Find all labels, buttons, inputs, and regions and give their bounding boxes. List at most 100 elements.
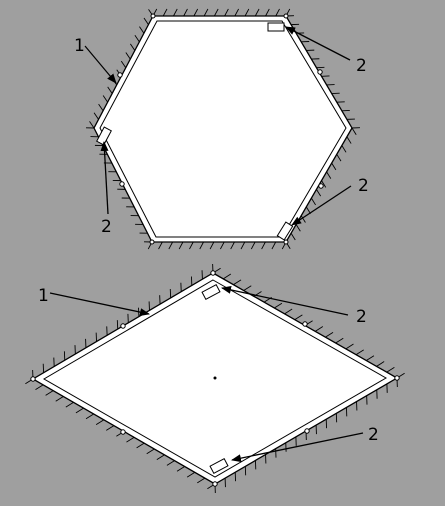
corner-patch: [267, 22, 285, 32]
leader-line: [84, 45, 117, 84]
tie-line: [261, 241, 266, 250]
tie-line: [89, 121, 95, 129]
eyelet: [304, 428, 310, 434]
tie-line: [234, 8, 240, 17]
tie-line: [314, 326, 324, 332]
tie-line: [107, 86, 113, 94]
tie-line: [294, 314, 303, 321]
tie-line: [254, 8, 260, 17]
tie-line: [274, 302, 283, 309]
tie-line: [316, 189, 322, 197]
tie-line: [271, 241, 277, 250]
tie-line: [183, 8, 188, 17]
tie-line: [193, 8, 199, 17]
tie-line: [75, 407, 84, 414]
tie-line: [139, 26, 145, 34]
tie-line: [345, 343, 354, 350]
tie-line: [95, 419, 105, 425]
tie-line: [284, 308, 293, 315]
eyelet: [117, 72, 123, 78]
tie-line: [222, 273, 232, 280]
tie-line: [376, 361, 385, 367]
tie-line: [102, 95, 108, 103]
tie-line: [93, 112, 99, 120]
tie-line: [158, 241, 163, 250]
tie-line: [290, 232, 296, 241]
tie-line: [55, 396, 64, 402]
eyelet: [212, 481, 218, 487]
eyelet: [283, 239, 289, 245]
tie-line: [189, 241, 194, 250]
label-2: 2: [358, 176, 369, 196]
tie-line: [125, 52, 131, 60]
tie-line: [120, 60, 127, 68]
label-2: 2: [101, 217, 112, 237]
corner-patch: [209, 458, 229, 474]
tie-line: [176, 466, 185, 472]
label-2: 2: [356, 56, 367, 76]
tie-line: [233, 279, 242, 286]
tie-line: [275, 8, 280, 17]
label-1: 1: [38, 286, 49, 306]
tie-line: [230, 241, 235, 250]
tie-line: [341, 145, 347, 153]
tie-line: [355, 349, 364, 356]
leader-arrow: [291, 185, 352, 226]
leader-arrow: [221, 285, 349, 316]
tie-line: [326, 171, 332, 179]
tie-line: [366, 355, 375, 361]
eyelet: [318, 183, 324, 189]
tie-line: [35, 384, 44, 390]
eyelet: [210, 270, 216, 276]
leader-arrow: [231, 432, 364, 463]
leader-arrow: [100, 141, 109, 215]
leader-arrow: [285, 26, 351, 61]
tie-line: [243, 285, 252, 291]
rhombus-figure: 1 2 2: [25, 264, 405, 493]
center-point: [213, 376, 217, 380]
tie-line: [85, 413, 94, 420]
rhombus-tie-lines: [25, 264, 405, 493]
tie-line: [98, 103, 104, 112]
tie-line: [321, 180, 327, 188]
tie-line: [106, 425, 115, 431]
eyelet: [120, 429, 126, 435]
eyelet: [150, 13, 156, 19]
tie-line: [199, 241, 204, 250]
tie-line: [146, 448, 155, 455]
eyelet: [119, 181, 125, 187]
tie-line: [336, 154, 342, 162]
eyelet: [394, 375, 400, 381]
tie-line: [300, 215, 306, 223]
tie-line: [143, 17, 149, 25]
hexagon-figure: 1 2 2 2: [74, 8, 369, 250]
tie-line: [129, 43, 136, 51]
corner-patch: [96, 126, 112, 146]
label-1: 1: [74, 36, 85, 56]
tie-line: [219, 241, 225, 250]
tie-line: [335, 337, 344, 344]
eyelet: [317, 69, 323, 75]
tie-line: [209, 241, 215, 250]
tie-line: [134, 34, 140, 43]
label-2: 2: [368, 425, 379, 445]
tie-line: [166, 460, 175, 466]
eyelet: [283, 13, 289, 19]
tie-line: [295, 224, 301, 232]
leader-arrow: [49, 292, 150, 317]
tie-line: [197, 477, 206, 484]
tie-line: [240, 241, 246, 250]
tie-line: [173, 8, 178, 17]
tie-line: [331, 162, 337, 171]
eyelet: [149, 239, 155, 245]
tie-line: [224, 8, 229, 17]
tie-line: [186, 471, 196, 478]
tie-line: [346, 136, 352, 144]
tie-line: [156, 454, 165, 460]
corner-patch: [201, 284, 221, 300]
eyelet: [302, 321, 308, 327]
tie-line: [203, 8, 209, 17]
tie-line: [136, 442, 145, 449]
